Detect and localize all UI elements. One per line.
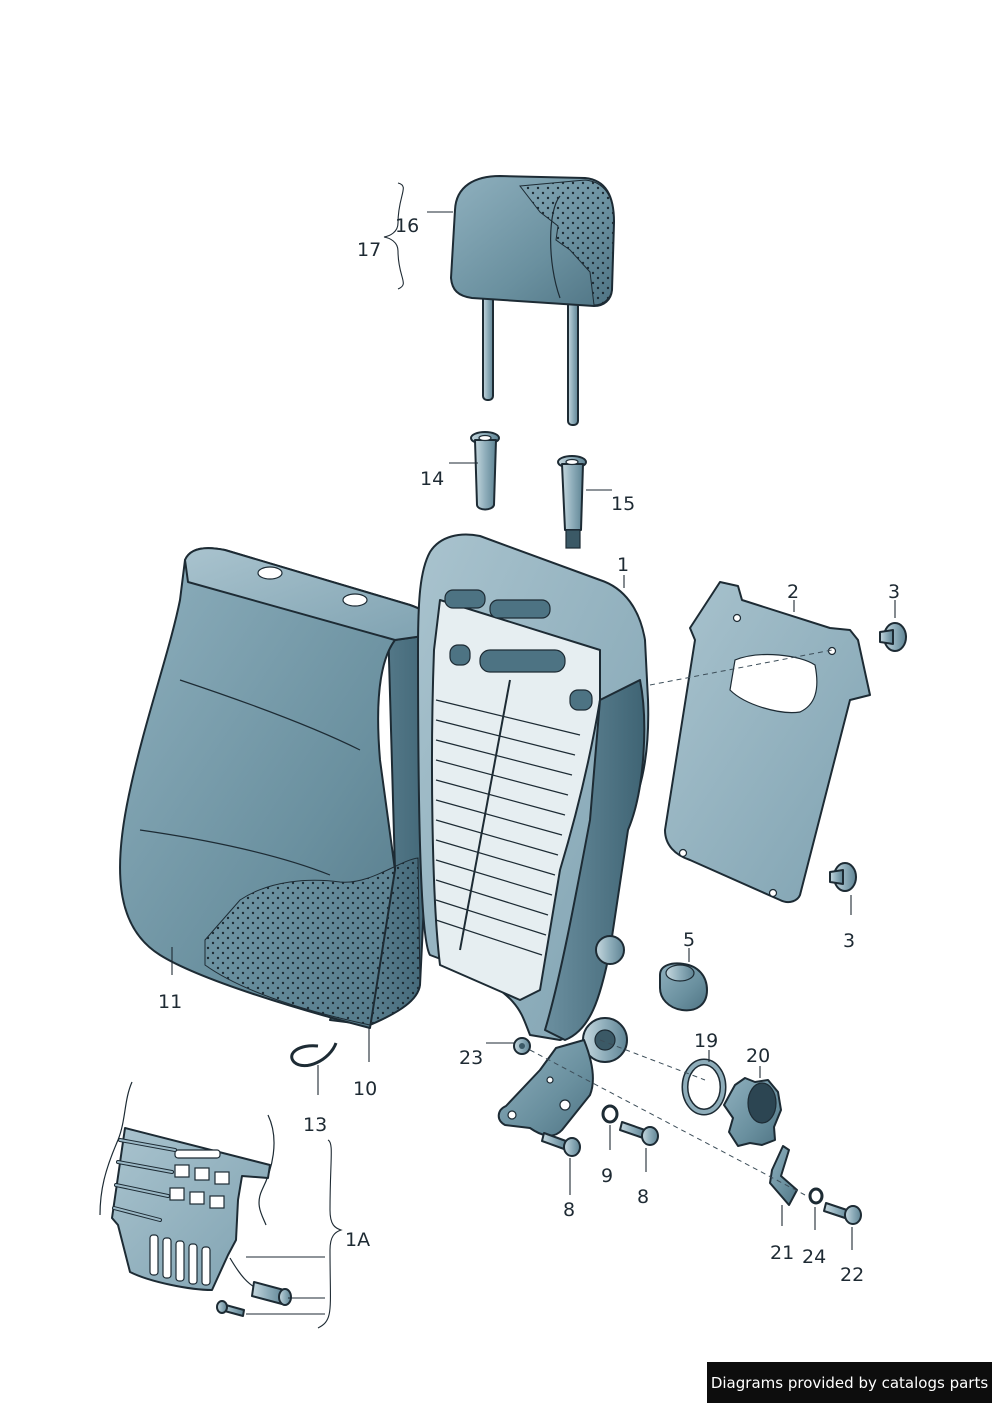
clip-3-upper [879,622,907,652]
callout-9: 9 [601,1165,613,1187]
headrest-guide-15 [557,455,587,549]
retaining-ring-19 [681,1058,727,1116]
callout-14: 14 [420,468,444,490]
adjuster-knob-5 [659,962,708,1012]
callout-24: 24 [802,1246,826,1268]
lumbar-support-1A [99,1081,292,1317]
callout-19: 19 [694,1030,718,1052]
nut-23 [513,1037,531,1055]
callout-13: 13 [303,1114,327,1136]
headrest-guide-14 [470,431,500,511]
callout-3-lower: 3 [843,930,855,952]
callout-8-left: 8 [563,1199,575,1221]
callout-10: 10 [353,1078,377,1100]
callout-20: 20 [746,1045,770,1067]
callout-16: 16 [395,215,419,237]
clip-3-lower [829,862,857,892]
callout-22: 22 [840,1264,864,1286]
washer-24 [808,1187,824,1205]
callout-23: 23 [459,1047,483,1069]
recliner-bracket [497,1039,594,1137]
callout-11: 11 [158,991,182,1013]
callout-3-upper: 3 [888,581,900,603]
leader-lines [171,182,896,1329]
bolt-8-left [541,1132,581,1157]
callout-1A: 1A [345,1229,370,1251]
backrest-cushion [119,547,438,1029]
callout-2: 2 [787,581,799,603]
callout-15: 15 [611,493,635,515]
gear-wheel-20 [723,1077,782,1147]
callout-labels: 1 2 3 3 5 8 8 9 10 11 13 14 15 16 17 19 … [158,215,900,1286]
bolt-8-right [619,1121,659,1146]
callout-1: 1 [617,554,629,576]
callout-8-right: 8 [637,1186,649,1208]
washer-9 [601,1104,619,1124]
headrest [450,175,615,426]
callout-5: 5 [683,929,695,951]
back-panel [664,581,871,904]
callout-17: 17 [357,239,381,261]
credit-banner: Diagrams provided by catalogs parts [707,1362,992,1403]
spring-clip-13 [290,1042,338,1068]
cover-21 [769,1145,798,1206]
callout-21: 21 [770,1242,794,1264]
backrest-frame [417,533,650,1063]
bolt-22 [823,1202,862,1225]
